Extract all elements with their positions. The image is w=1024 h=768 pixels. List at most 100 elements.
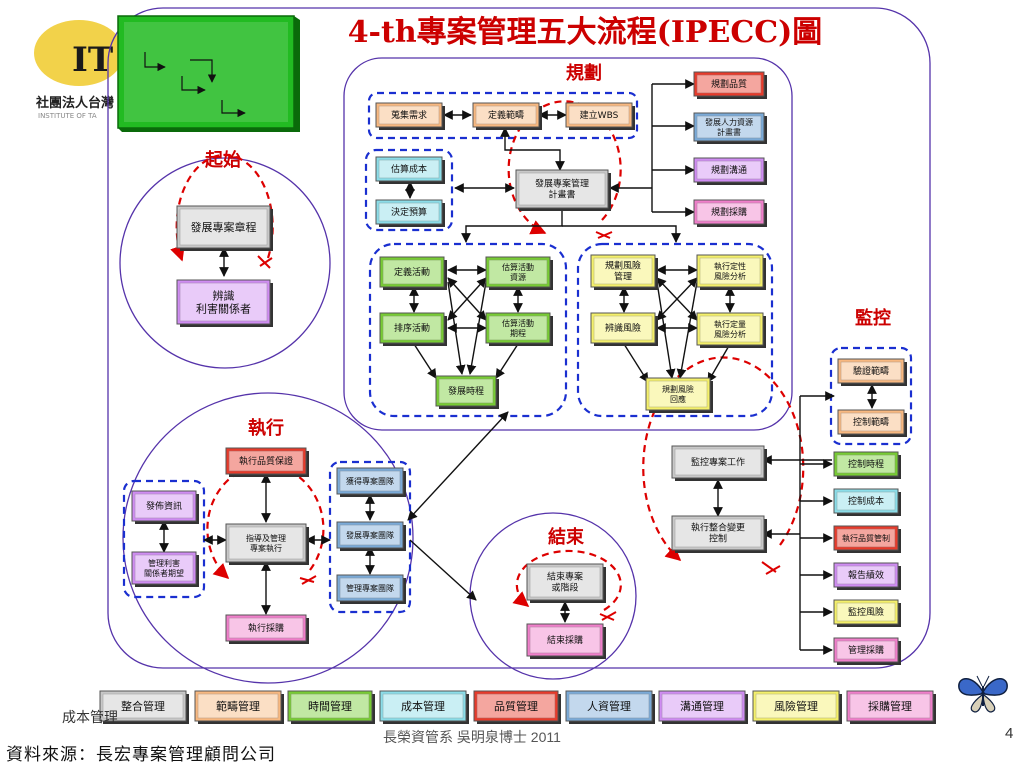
verify-scope-box: 驗證範疇: [837, 358, 907, 386]
monitoring-arc-break: [761, 561, 781, 575]
qualitative-risk-box-label: 執行定性: [714, 261, 746, 271]
integrated-change-box-label: 執行整合變更: [691, 522, 745, 534]
group-label-executing: 執行: [248, 417, 284, 439]
planning-area-frame: [343, 57, 793, 431]
group-label-planning: 規劃: [566, 62, 602, 84]
estimate-costs-box: 估算成本: [375, 156, 445, 184]
executing-circle: [122, 392, 414, 684]
plan-risk-box-label: 規劃風險: [605, 260, 641, 272]
monitor-risks-box-label: 監控風險: [848, 606, 884, 618]
knowledge-area-5: 品質管理: [473, 690, 561, 724]
knowledge-area-6-label: 人資管理: [587, 699, 631, 713]
collect-requirements-box: 蒐集需求: [375, 102, 445, 130]
connector: [562, 225, 681, 243]
quality-assurance-box-label: 執行品質保證: [239, 455, 293, 467]
close-procurements-box-label: 結束採購: [547, 634, 583, 646]
plan-communications-box-label: 規劃溝通: [711, 164, 747, 176]
close-procurements-box: 結束採購: [526, 623, 606, 659]
plan-risk-box-label: 管理: [614, 271, 632, 283]
admin-procurements-box-label: 管理採購: [848, 644, 884, 656]
create-wbs-box: 建立WBS: [565, 102, 635, 130]
close-project-box-label: 或階段: [551, 582, 578, 594]
qualitative-risk-box-label: 風險分析: [714, 271, 746, 281]
control-scope-box: 控制範疇: [837, 409, 907, 437]
knowledge-area-4: 成本管理: [379, 690, 469, 724]
conduct-procurements-box-label: 執行採購: [248, 622, 284, 634]
quantitative-risk-box-label: 風險分析: [714, 329, 746, 339]
knowledge-area-8-label: 風險管理: [774, 699, 818, 713]
closing-arc-break: [599, 611, 617, 621]
cost-group-frame: [364, 148, 454, 232]
knowledge-area-2: 範疇管理: [194, 690, 284, 724]
footer-overlay-label: 成本管理: [62, 711, 118, 726]
initiating-arc-break: [257, 255, 273, 269]
manage-expectations-box-label: 管理利害: [148, 558, 180, 568]
monitor-work-box-label: 監控專案工作: [691, 456, 745, 468]
knowledge-area-5-label: 品質管理: [494, 699, 538, 713]
logo-mark: IT: [72, 40, 114, 80]
manage-team-box: 管理專案團隊: [336, 574, 406, 604]
identify-stakeholders-box-label: 辨識: [213, 288, 235, 302]
identify-risks-box: 辨識風險: [590, 312, 658, 346]
legend-panel: [117, 15, 300, 132]
direct-manage-box-label: 專案執行: [250, 543, 282, 553]
connector: [707, 343, 731, 383]
create-wbs-box-label: 建立WBS: [580, 109, 619, 121]
develop-charter-box-label: 發展專案章程: [191, 220, 257, 234]
define-scope-box: 定義範疇: [472, 102, 542, 130]
quantitative-risk-box-label: 執行定量: [714, 319, 746, 329]
scope-group-frame: [367, 91, 639, 140]
plan-quality-box: 規劃品質: [693, 71, 767, 99]
monitoring-outer-frame: [107, 7, 931, 669]
develop-team-box-label: 發展專案團隊: [346, 530, 394, 540]
acquire-team-box: 獲得專案團隊: [336, 467, 406, 497]
quality-assurance-box: 執行品質保證: [225, 447, 309, 477]
sequence-activities-box-label: 排序活動: [394, 322, 430, 334]
report-performance-box: 報告績效: [833, 562, 901, 590]
knowledge-area-4-label: 成本管理: [401, 699, 445, 713]
plan-hr-box-label: 發展人力資源: [705, 117, 753, 127]
risk-group-frame: [576, 242, 774, 418]
page-number: 4: [1005, 725, 1014, 742]
control-costs-box-label: 控制成本: [848, 495, 884, 507]
initiating-circle: [119, 157, 331, 369]
identify-stakeholders-box-label: 利害關係者: [196, 301, 251, 315]
connector: [623, 343, 649, 383]
develop-team-box: 發展專案團隊: [336, 521, 406, 551]
connector: [461, 208, 563, 243]
control-scope-box-label: 控制範疇: [853, 416, 889, 428]
butterfly-icon: [955, 672, 1011, 714]
group-label-monitoring: 監控: [855, 307, 891, 329]
connector: [409, 539, 477, 601]
integrated-change-box-label: 控制: [709, 533, 727, 545]
knowledge-area-2-label: 範疇管理: [216, 699, 260, 713]
plan-hr-box-label: 計畫書: [717, 127, 741, 137]
knowledge-area-1-label: 整合管理: [121, 699, 165, 713]
control-schedule-box: 控制時程: [833, 451, 901, 479]
distribute-info-box-label: 發佈資訊: [146, 500, 182, 512]
page-title: 4-th專案管理五大流程(IPECC)圖: [348, 15, 823, 50]
acquire-team-box-label: 獲得專案團隊: [346, 476, 394, 486]
develop-pmp-box-label: 發展專案管理: [535, 178, 589, 190]
estimate-costs-box-label: 估算成本: [391, 163, 427, 175]
define-activities-box: 定義活動: [379, 256, 447, 290]
knowledge-area-8: 風險管理: [752, 690, 842, 724]
control-costs-box: 控制成本: [833, 488, 901, 516]
plan-communications-box: 規劃溝通: [693, 157, 767, 185]
plan-quality-box-label: 規劃品質: [711, 78, 747, 90]
knowledge-area-3-label: 時間管理: [308, 699, 352, 713]
verify-scope-box-label: 驗證範疇: [853, 365, 889, 377]
conduct-procurements-box: 執行採購: [225, 614, 309, 644]
connector: [407, 411, 509, 521]
monitor-risks-box: 監控風險: [833, 599, 901, 627]
connector: [447, 281, 466, 375]
estimate-resources-box-label: 估算活動: [502, 262, 534, 272]
